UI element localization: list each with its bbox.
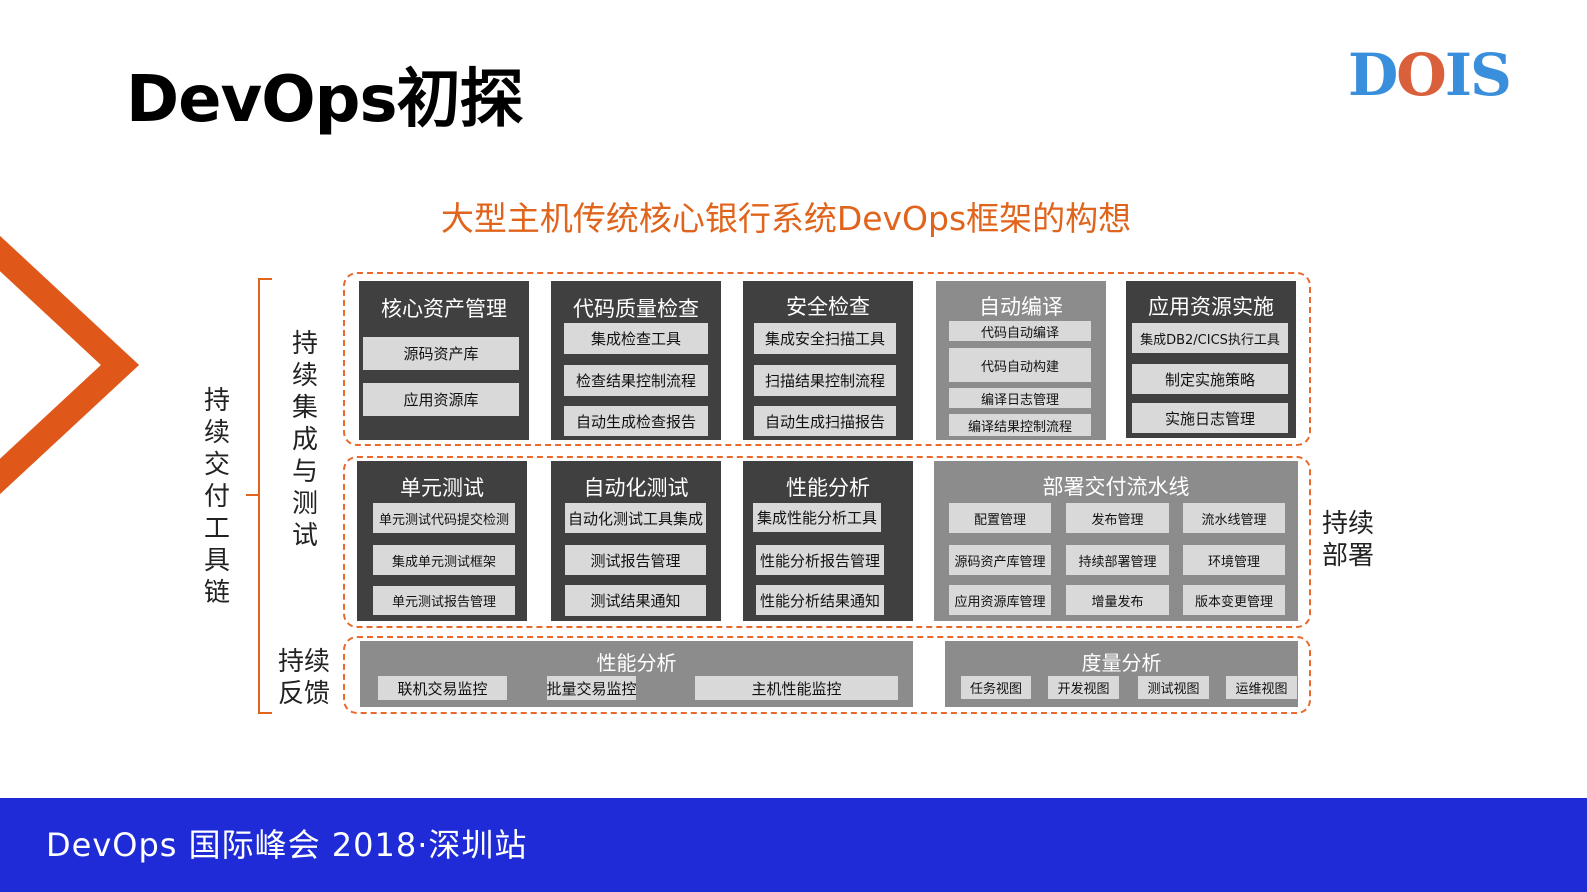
box-security-check: 安全检查 集成安全扫描工具 扫描结果控制流程 自动生成扫描报告 [743,281,913,440]
item: 批量交易监控 [547,676,637,700]
item: 集成检查工具 [564,323,708,354]
item: 集成单元测试框架 [373,545,515,575]
item: 开发视图 [1048,676,1119,699]
diagram-title: 大型主机传统核心银行系统DevOps框架的构想 [440,199,1132,238]
box-deployment-pipeline: 部署交付流水线 配置管理 发布管理 流水线管理 源码资产库管理 持续部署管理 环… [934,461,1298,621]
item: 主机性能监控 [695,676,898,700]
item: 编译结果控制流程 [949,414,1091,436]
item: 集成安全扫描工具 [754,323,896,354]
label-deploy: 持续 部署 [1318,508,1378,572]
item: 单元测试代码提交检测 [373,503,515,533]
box-title: 单元测试 [400,476,484,500]
item: 代码自动构建 [949,348,1091,382]
chevron-right-icon [0,235,140,495]
item: 环境管理 [1183,545,1285,575]
item: 单元测试报告管理 [373,586,515,615]
item-source-repo: 源码资产库 [363,337,519,370]
item: 性能分析结果通知 [756,585,884,615]
box-title: 度量分析 [1081,651,1162,675]
logo-letters-is: IS [1444,41,1512,109]
item: 检查结果控制流程 [564,365,708,396]
box-title: 自动编译 [979,295,1063,319]
label-toolchain: 持续交付工具链 [203,386,230,608]
box-metrics-analysis: 度量分析 任务视图 开发视图 测试视图 运维视图 [945,641,1298,707]
toolchain-bracket-tick [246,494,260,496]
toolchain-bracket [258,278,272,714]
box-feedback-performance: 性能分析 联机交易监控 批量交易监控 主机性能监控 [360,641,913,707]
item: 流水线管理 [1183,503,1285,533]
item: 配置管理 [949,503,1051,533]
logo-letter-o: O [1396,41,1447,109]
box-title: 安全检查 [786,295,870,319]
box-performance-analysis: 性能分析 集成性能分析工具 性能分析报告管理 性能分析结果通知 [743,461,913,621]
item: 自动生成扫描报告 [754,406,896,436]
logo-letter-d: D [1348,41,1398,109]
item: 编译日志管理 [949,388,1091,408]
item: 代码自动编译 [949,321,1091,341]
item: 增量发布 [1066,585,1169,615]
item: 测试结果通知 [565,585,706,616]
item: 持续部署管理 [1066,545,1169,575]
item: 性能分析报告管理 [756,545,884,575]
item: 自动生成检查报告 [564,406,708,436]
label-ci-test: 持续集成与测试 [291,329,318,551]
box-core-asset-management: 核心资产管理 源码资产库 应用资源库 [359,281,529,440]
item: 集成性能分析工具 [753,503,881,532]
item: 扫描结果控制流程 [754,365,896,396]
box-title: 部署交付流水线 [1042,475,1190,499]
box-title: 应用资源实施 [1148,295,1274,319]
item: 应用资源库管理 [949,585,1051,615]
item: 实施日志管理 [1132,403,1288,433]
group-ci-row2 [343,456,1311,628]
item: 发布管理 [1066,503,1169,533]
box-title: 性能分析 [596,651,677,675]
footer-banner: DevOps 国际峰会 2018·深圳站 [0,798,1587,892]
item: 运维视图 [1226,676,1297,699]
box-title: 性能分析 [786,476,870,500]
box-unit-test: 单元测试 单元测试代码提交检测 集成单元测试框架 单元测试报告管理 [357,461,527,621]
label-deploy-line2: 部署 [1321,541,1374,571]
item: 联机交易监控 [378,676,507,700]
item: 源码资产库管理 [949,545,1051,575]
group-ci-row1 [343,272,1311,446]
label-feedback-line2: 反馈 [277,679,330,709]
item: 测试报告管理 [565,545,706,575]
label-feedback-line1: 持续 [277,647,330,677]
label-feedback: 持续 反馈 [274,646,334,710]
box-app-resource-implementation: 应用资源实施 集成DB2/CICS执行工具 制定实施策略 实施日志管理 [1126,281,1296,438]
item: 集成DB2/CICS执行工具 [1132,323,1288,353]
item: 制定实施策略 [1132,364,1288,394]
dois-logo: DOIS [1348,46,1512,104]
item: 任务视图 [961,676,1031,699]
box-automated-test: 自动化测试 自动化测试工具集成 测试报告管理 测试结果通知 [551,461,721,621]
item: 版本变更管理 [1183,585,1285,615]
item-app-resource-repo: 应用资源库 [363,383,519,416]
box-auto-compile: 自动编译 代码自动编译 代码自动构建 编译日志管理 编译结果控制流程 [936,281,1106,440]
page-title: DevOps初探 [126,63,524,137]
footer-text: DevOps 国际峰会 2018·深圳站 [46,826,528,864]
box-code-quality-check: 代码质量检查 集成检查工具 检查结果控制流程 自动生成检查报告 [551,281,721,440]
item: 自动化测试工具集成 [565,503,706,533]
label-deploy-line1: 持续 [1321,509,1374,539]
item: 测试视图 [1138,676,1209,699]
box-title: 核心资产管理 [381,297,507,321]
box-title: 代码质量检查 [573,297,699,321]
box-title: 自动化测试 [583,476,689,500]
group-feedback [343,636,1311,714]
